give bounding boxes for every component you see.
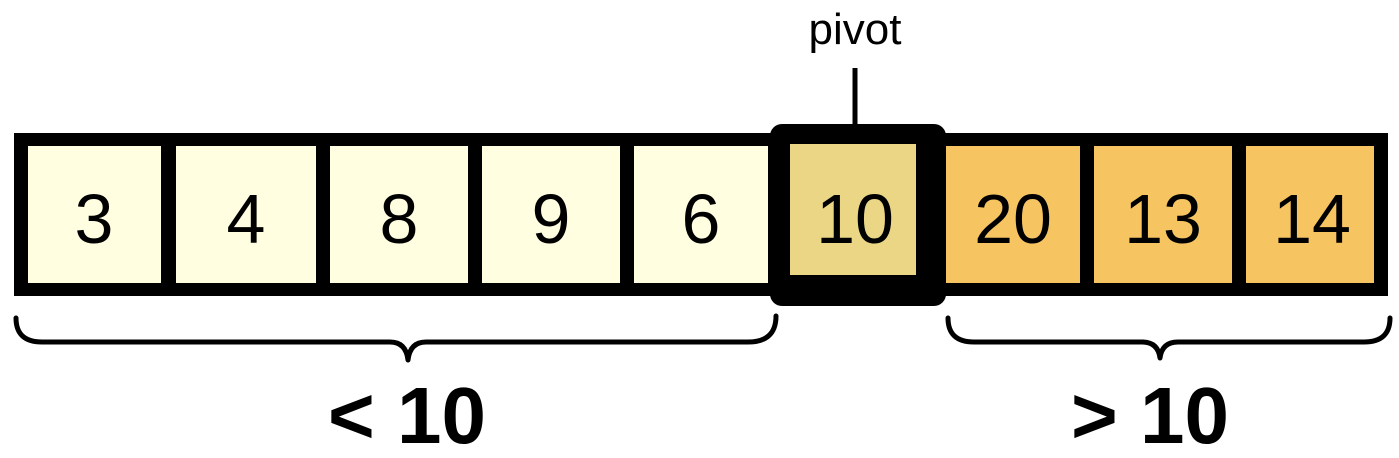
array-cell bbox=[1094, 146, 1232, 283]
array-cell bbox=[634, 146, 768, 283]
cell-value: 6 bbox=[682, 180, 721, 258]
cell-value: 4 bbox=[227, 180, 266, 258]
pivot-value: 10 bbox=[816, 180, 894, 258]
pivot-label: pivot bbox=[809, 5, 902, 54]
pivot-cell bbox=[790, 144, 916, 275]
cell-value: 3 bbox=[75, 180, 114, 258]
right-range-brace bbox=[945, 315, 1393, 361]
array-cell bbox=[176, 146, 316, 283]
array-cell bbox=[946, 146, 1080, 283]
cell-value: 13 bbox=[1124, 180, 1202, 258]
array-cell bbox=[1246, 146, 1374, 283]
cell-value: 14 bbox=[1273, 180, 1351, 258]
cell-value: 8 bbox=[380, 180, 419, 258]
cell-value: 9 bbox=[532, 180, 571, 258]
right-range-label: > 10 bbox=[1071, 371, 1229, 458]
cell-value: 20 bbox=[974, 180, 1052, 258]
array-cell bbox=[330, 146, 468, 283]
array-cell bbox=[28, 146, 161, 283]
left-range-label: < 10 bbox=[328, 371, 486, 458]
array-cell bbox=[482, 146, 620, 283]
left-range-brace bbox=[13, 313, 779, 363]
